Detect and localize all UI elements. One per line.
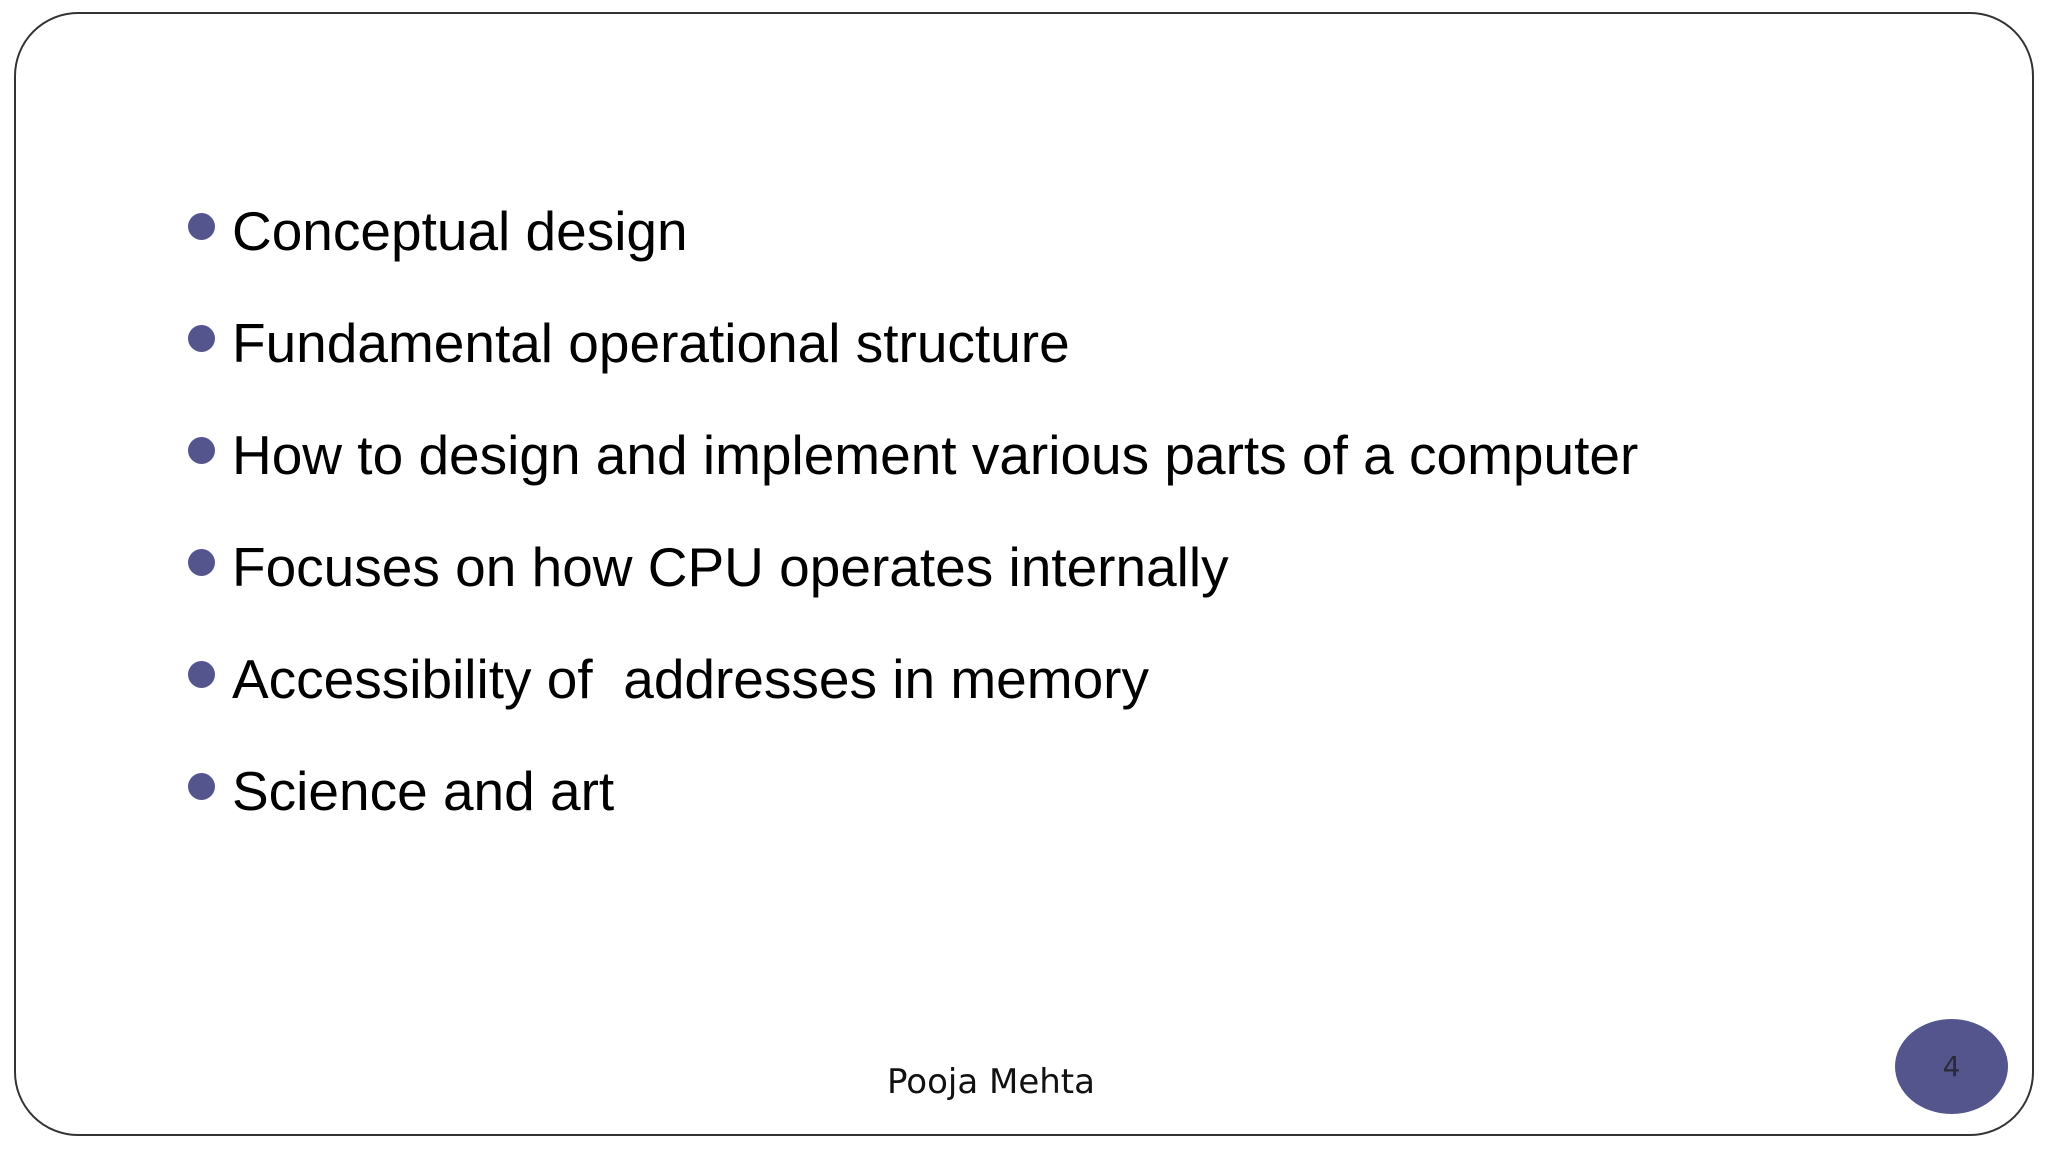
bullet-item: How to design and implement various part…	[188, 416, 1638, 528]
bullet-list: Conceptual design Fundamental operationa…	[188, 192, 1638, 864]
bullet-dot-icon	[188, 437, 215, 464]
bullet-item: Science and art	[188, 752, 1638, 864]
bullet-text: Accessibility of addresses in memory	[232, 648, 1149, 710]
bullet-text: Fundamental operational structure	[232, 312, 1070, 374]
footer-author: Pooja Mehta	[887, 1062, 1095, 1102]
bullet-text: Focuses on how CPU operates internally	[232, 536, 1229, 598]
bullet-text: Science and art	[232, 760, 615, 822]
bullet-item: Conceptual design	[188, 192, 1638, 304]
bullet-text: How to design and implement various part…	[232, 424, 1639, 486]
bullet-dot-icon	[188, 661, 215, 688]
slide-frame	[14, 12, 2034, 1136]
bullet-dot-icon	[188, 213, 215, 240]
bullet-dot-icon	[188, 773, 215, 800]
bullet-dot-icon	[188, 549, 215, 576]
bullet-item: Accessibility of addresses in memory	[188, 640, 1638, 752]
page-number-badge: 4	[1895, 1019, 2008, 1114]
bullet-item: Fundamental operational structure	[188, 304, 1638, 416]
bullet-text: Conceptual design	[232, 200, 688, 262]
bullet-dot-icon	[188, 325, 215, 352]
bullet-item: Focuses on how CPU operates internally	[188, 528, 1638, 640]
